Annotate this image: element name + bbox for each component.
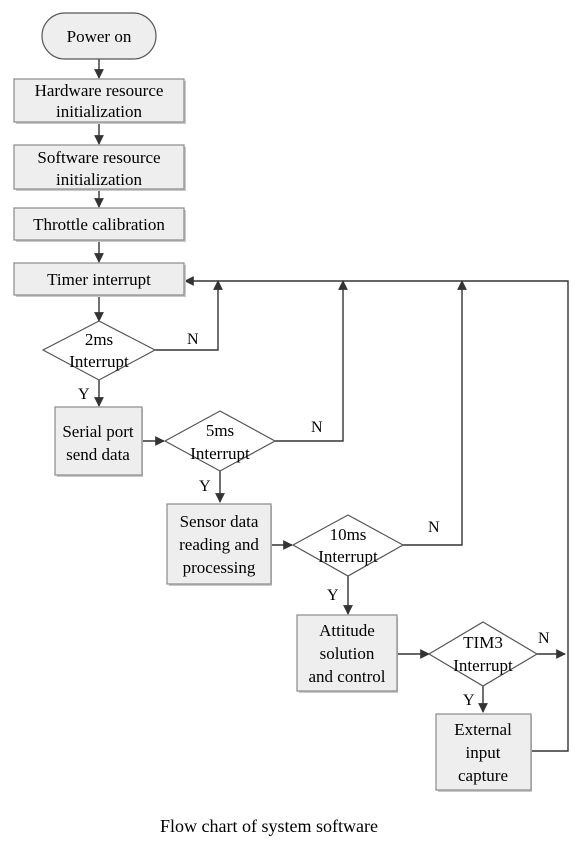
capture-line-3: capture [458,766,508,785]
arrow-capture-return [184,276,569,752]
d2ms-line-2: Interrupt [69,352,129,371]
d2ms-line-1: 2ms [85,330,113,349]
node-5ms-interrupt: 5ms Interrupt [163,410,277,472]
arrow-10ms-no [403,280,467,546]
decision-shape [163,410,277,472]
tim3-no-label: N [538,630,550,647]
figure-caption: Flow chart of system software [160,816,378,836]
power-on-label: Power on [67,27,132,46]
decision-shape [41,320,157,381]
d5ms-line-1: 5ms [206,421,234,440]
d10ms-line-1: 10ms [330,525,367,544]
timer-label: Timer interrupt [47,270,151,289]
d10ms-line-2: Interrupt [318,547,378,566]
serial-line-1: Serial port [62,422,134,441]
attitude-line-1: Attitude [319,621,375,640]
node-throttle-calibration: Throttle calibration [13,207,186,242]
connectors [94,59,569,752]
serial-line-2: send data [66,445,130,464]
d5ms-line-2: Interrupt [190,444,250,463]
hw-init-line-2: initialization [56,102,142,121]
node-timer-interrupt: Timer interrupt [13,262,186,297]
d5ms-yes-label: Y [199,478,211,495]
process-box [13,207,185,241]
arrow-5ms-no [275,280,348,442]
node-power-on: Power on [41,12,157,60]
node-serial-send: Serial port send data [54,406,143,477]
node-2ms-interrupt: 2ms Interrupt [41,320,157,381]
sensor-line-1: Sensor data [180,512,259,531]
node-10ms-interrupt: 10ms Interrupt [291,514,405,577]
node-sensor-processing: Sensor data reading and processing [166,503,272,586]
node-hardware-init: Hardware resource initialization [13,78,186,124]
d2ms-yes-label: Y [78,386,90,403]
decision-shape [291,514,405,577]
d2ms-no-label: N [187,331,199,348]
process-box [54,406,143,476]
node-attitude-control: Attitude solution and control [296,614,398,693]
process-box [166,503,272,585]
process-box [13,78,185,123]
decision-shape [427,621,539,687]
arrow-2ms-no [155,280,223,351]
node-software-init: Software resource initialization [13,144,186,191]
attitude-line-3: and control [309,667,386,686]
sw-init-line-1: Software resource [37,148,160,167]
terminator-shape [41,12,157,60]
d10ms-yes-label: Y [327,587,339,604]
node-external-capture: External input capture [435,713,532,792]
sensor-line-2: reading and [179,535,259,554]
process-box [296,614,398,692]
tim3-line-1: TIM3 [463,633,503,652]
d10ms-no-label: N [428,519,440,536]
attitude-line-2: solution [320,644,375,663]
tim3-line-2: Interrupt [453,656,513,675]
hw-init-line-1: Hardware resource [35,81,164,100]
tim3-yes-label: Y [463,692,475,709]
sw-init-line-2: initialization [56,170,142,189]
process-box [13,262,185,296]
node-tim3-interrupt: TIM3 Interrupt [427,621,539,687]
d5ms-no-label: N [311,419,323,436]
process-box [435,713,532,791]
throttle-label: Throttle calibration [33,215,165,234]
sensor-line-3: processing [183,558,256,577]
capture-line-1: External [454,720,512,739]
process-box [13,144,185,190]
capture-line-2: input [466,743,501,762]
